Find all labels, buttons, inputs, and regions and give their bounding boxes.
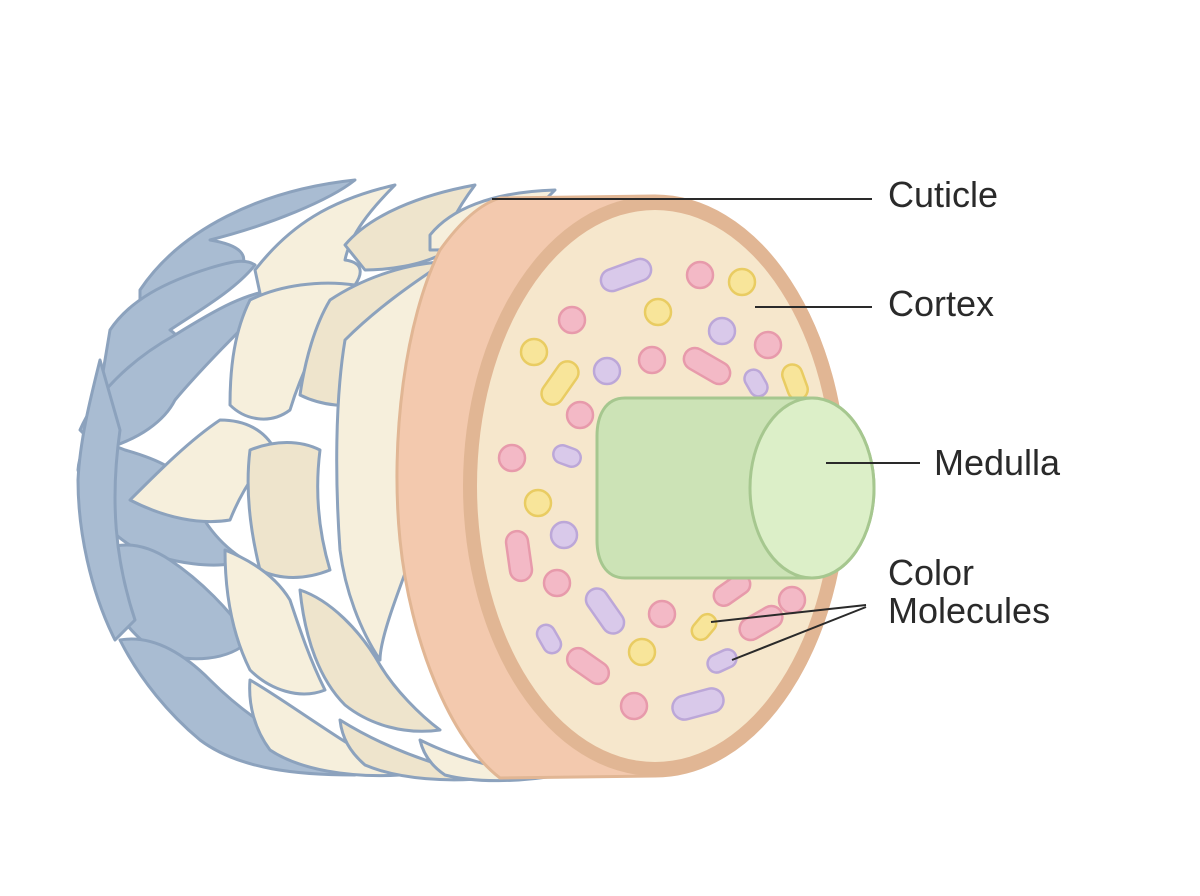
molecule-pink — [779, 587, 805, 613]
molecule-yellow — [629, 639, 655, 665]
molecule-pink — [567, 402, 593, 428]
molecule-pink — [559, 307, 585, 333]
molecule-pink — [621, 693, 647, 719]
molecule-purple — [594, 358, 620, 384]
molecule-pink — [755, 332, 781, 358]
cuticle-scale — [248, 443, 330, 578]
molecule-pink — [687, 262, 713, 288]
molecule-pink — [649, 601, 675, 627]
medulla-face — [750, 398, 874, 578]
molecule-purple — [551, 522, 577, 548]
molecule-yellow — [521, 339, 547, 365]
label-cortex: Cortex — [888, 283, 994, 324]
label-color-molecules-line2: Molecules — [888, 590, 1050, 631]
molecule-purple — [709, 318, 735, 344]
label-cuticle: Cuticle — [888, 174, 998, 215]
molecule-pink — [499, 445, 525, 471]
molecule-pink — [639, 347, 665, 373]
molecule-yellow — [645, 299, 671, 325]
molecule-yellow — [525, 490, 551, 516]
label-color-molecules-line1: Color — [888, 552, 974, 593]
labels: Cuticle Cortex Medulla Color Molecules — [888, 174, 1061, 631]
molecule-pink — [544, 570, 570, 596]
molecule-yellow — [729, 269, 755, 295]
label-medulla: Medulla — [934, 442, 1061, 483]
medulla — [597, 398, 874, 578]
